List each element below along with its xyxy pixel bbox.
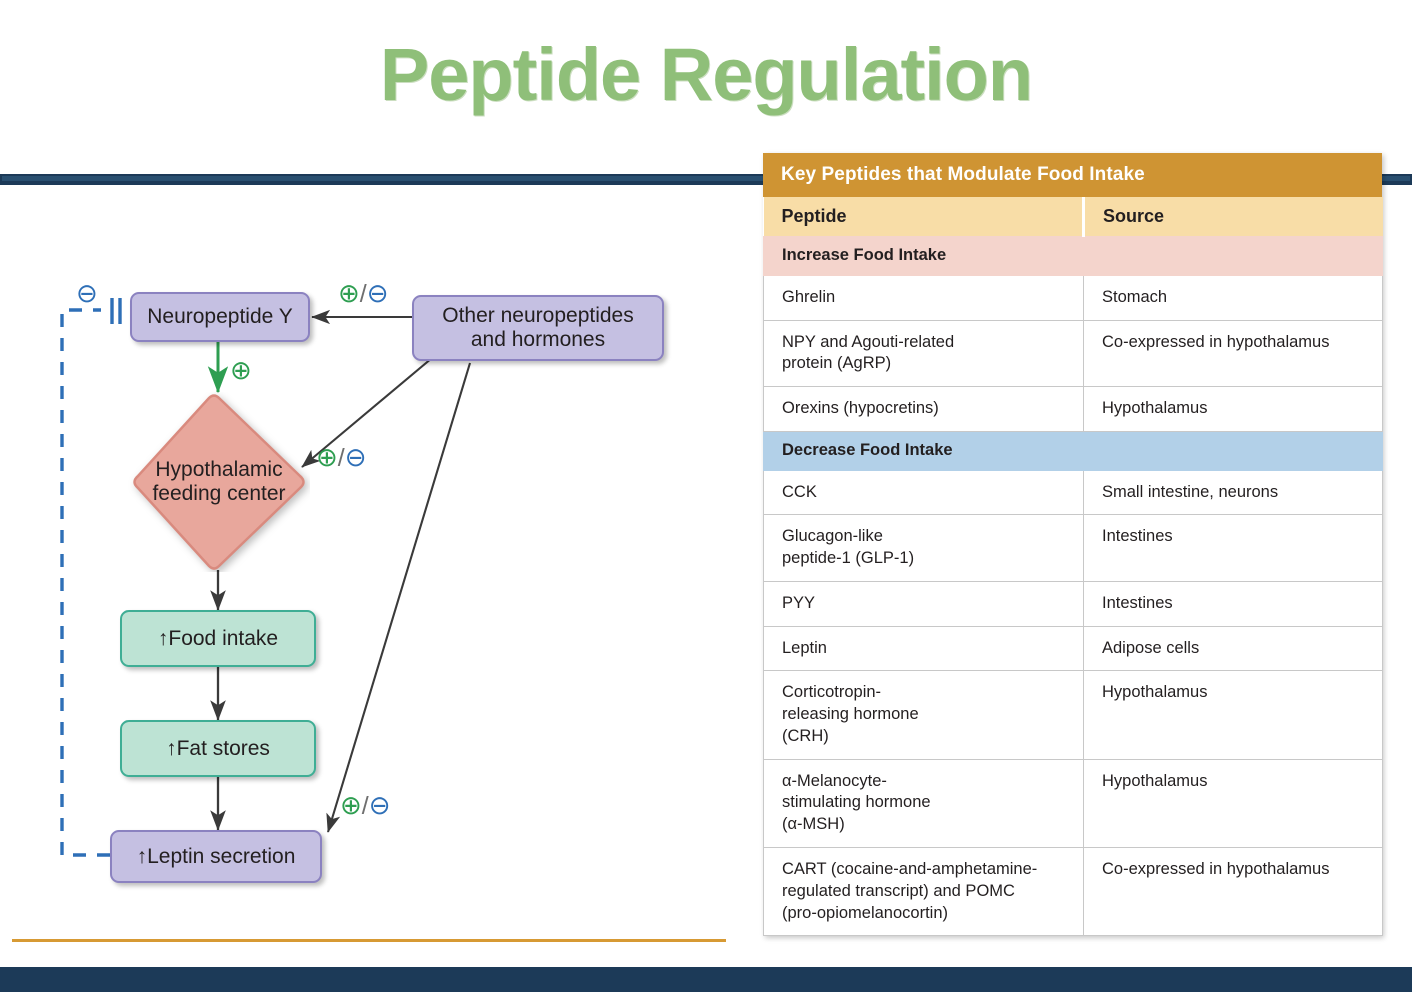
key-peptides-table: Key Peptides that Modulate Food Intake P… (763, 153, 1383, 937)
cell-source: Co-expressed in hypothalamus (1083, 847, 1383, 937)
node-other-neuropeptides-label-line2: and hormones (470, 328, 606, 351)
cell-source: Hypothalamus (1083, 670, 1383, 760)
column-header-source: Source (1083, 197, 1383, 237)
slash-separator: / (361, 792, 369, 820)
cell-peptide: Corticotropin-releasing hormone(CRH) (763, 670, 1084, 760)
table-head: Peptide Source (763, 197, 1383, 237)
table-row[interactable]: α-Melanocyte-stimulating hormone(α-MSH)H… (763, 758, 1383, 849)
cell-peptide: CCK (763, 469, 1084, 516)
node-fat-stores[interactable]: ↑Fat stores (120, 720, 316, 777)
cell-peptide: Ghrelin (763, 274, 1084, 321)
cell-source: Co-expressed in hypothalamus (1083, 319, 1383, 388)
plus-icon: ⊕ (316, 442, 338, 472)
top-divider-highlight (2, 176, 1410, 181)
table-group-label: Decrease Food Intake (763, 430, 1383, 471)
cell-source: Hypothalamus (1083, 758, 1383, 849)
minus-icon: ⊖ (366, 278, 389, 308)
cell-source: Intestines (1083, 580, 1383, 627)
annotation-leptin-feedback-inhibition: ⊖ (76, 280, 98, 306)
node-hypothalamic-feeding-center[interactable]: Hypothalamic feeding center (128, 392, 310, 572)
node-leptin-secretion-label: ↑Leptin secretion (136, 844, 296, 868)
cell-peptide: Leptin (763, 625, 1084, 672)
top-divider-bar (0, 174, 1412, 185)
table-row[interactable]: CART (cocaine-and-amphetamine-regulated … (763, 847, 1383, 937)
diamond-shape (133, 394, 305, 570)
minus-icon: ⊖ (76, 278, 98, 308)
cell-source: Stomach (1083, 274, 1383, 321)
column-header-peptide: Peptide (763, 197, 1085, 237)
orange-divider-line (12, 939, 726, 942)
minus-icon: ⊖ (368, 790, 391, 820)
plus-icon: ⊕ (340, 790, 362, 820)
node-leptin-secretion[interactable]: ↑Leptin secretion (110, 830, 322, 883)
cell-peptide: PYY (763, 580, 1084, 627)
annotation-npy-to-hypothalamic: ⊕ (230, 357, 252, 383)
node-food-intake[interactable]: ↑Food intake (120, 610, 316, 667)
diagram-connectors (60, 298, 472, 857)
plus-icon: ⊕ (230, 355, 252, 385)
node-food-intake-label: ↑Food intake (157, 626, 279, 650)
bottom-divider-bar (0, 967, 1412, 992)
annotation-other-to-leptin: ⊕/⊖ (340, 792, 391, 819)
cell-peptide: Orexins (hypocretins) (763, 386, 1084, 432)
table-group-header: Increase Food Intake (763, 236, 1383, 276)
table-group-label: Increase Food Intake (763, 236, 1383, 276)
annotation-other-to-hypothalamic: ⊕/⊖ (316, 444, 367, 471)
minus-icon: ⊖ (344, 442, 367, 472)
page-title: Peptide Regulation (379, 33, 1033, 116)
slash-separator: / (337, 444, 345, 472)
cell-peptide: CART (cocaine-and-amphetamine-regulated … (763, 847, 1084, 937)
annotation-other-to-npy: ⊕/⊖ (338, 280, 389, 307)
table-header-row: Peptide Source (763, 197, 1383, 237)
slash-separator: / (359, 280, 367, 308)
table-row[interactable]: Orexins (hypocretins)Hypothalamus (763, 386, 1383, 432)
table-group-header: Decrease Food Intake (763, 430, 1383, 471)
cell-source: Intestines (1083, 514, 1383, 582)
table-row[interactable]: Corticotropin-releasing hormone(CRH)Hypo… (763, 670, 1383, 760)
cell-source: Hypothalamus (1083, 386, 1383, 432)
node-other-neuropeptides-label-line1: Other neuropeptides (442, 304, 634, 328)
node-other-neuropeptides[interactable]: Other neuropeptides and hormones (412, 295, 664, 361)
cell-peptide: α-Melanocyte-stimulating hormone(α-MSH) (763, 758, 1084, 849)
node-fat-stores-label: ↑Fat stores (166, 736, 270, 760)
cell-source: Small intestine, neurons (1083, 469, 1383, 516)
cell-source: Adipose cells (1083, 625, 1383, 672)
node-neuropeptide-y-label: Neuropeptide Y (147, 305, 293, 329)
peptide-regulation-diagram: Neuropeptide Y Other neuropeptides and h… (0, 180, 750, 940)
node-neuropeptide-y[interactable]: Neuropeptide Y (130, 292, 310, 342)
table-title: Key Peptides that Modulate Food Intake (763, 153, 1382, 197)
plus-icon: ⊕ (338, 278, 360, 308)
